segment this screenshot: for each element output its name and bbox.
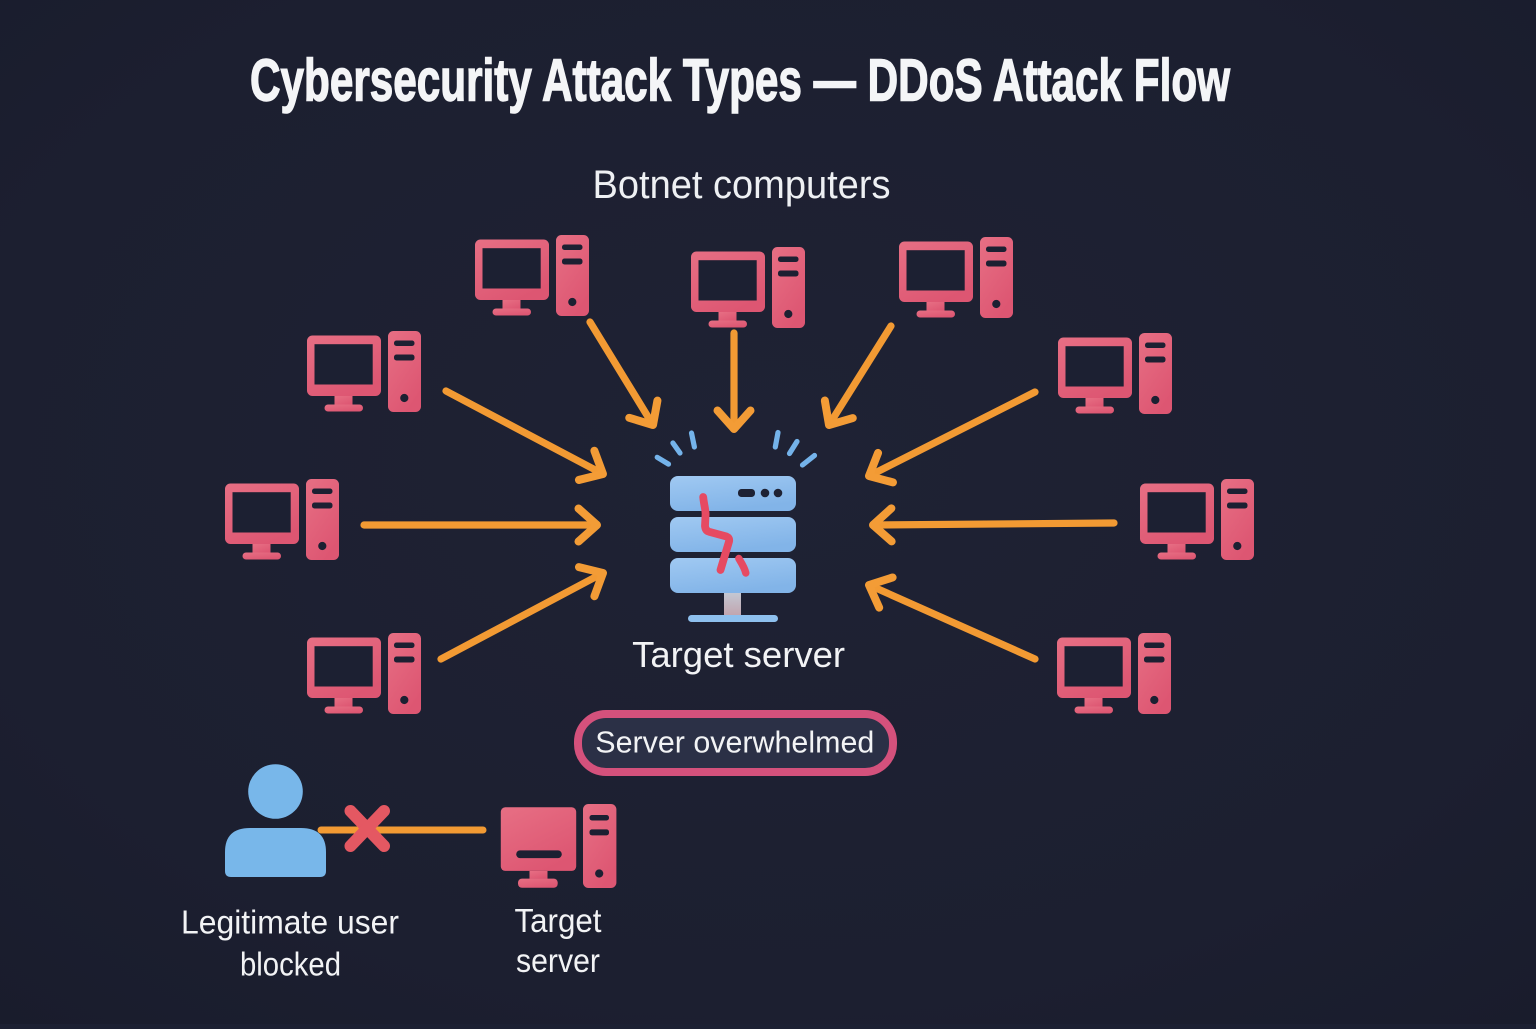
svg-text:server: server: [516, 942, 600, 979]
svg-text:Legitimate user: Legitimate user: [181, 904, 399, 941]
svg-text:Target server: Target server: [632, 634, 845, 675]
svg-text:Target: Target: [515, 902, 602, 939]
svg-text:Botnet computers: Botnet computers: [593, 163, 891, 207]
svg-text:Cybersecurity Attack Types — D: Cybersecurity Attack Types — DDoS Attack…: [250, 48, 1230, 114]
svg-text:blocked: blocked: [240, 946, 341, 983]
svg-text:Server overwhelmed: Server overwhelmed: [595, 725, 874, 760]
